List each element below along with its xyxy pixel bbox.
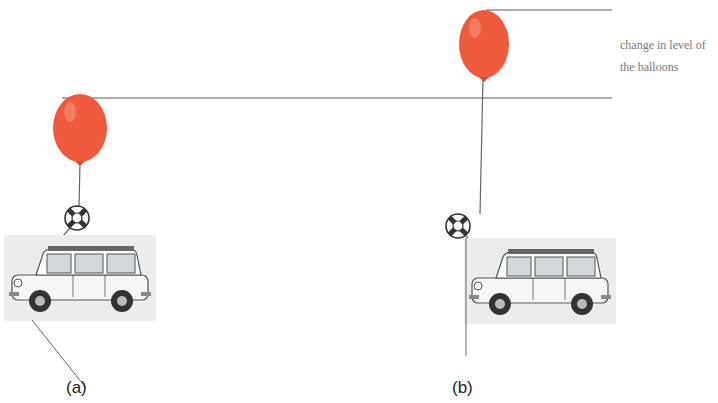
panel-label: (a) — [66, 378, 87, 398]
car — [464, 238, 616, 324]
life-ring — [65, 206, 89, 230]
balloon-string — [480, 78, 483, 214]
balloon — [53, 94, 107, 162]
balloon-string — [79, 162, 80, 207]
level-line — [62, 98, 612, 99]
balloon-highlight — [64, 102, 76, 122]
level-line — [486, 10, 612, 11]
car — [4, 235, 156, 321]
balloon — [459, 10, 509, 78]
balloon-highlight — [469, 18, 481, 38]
dimension-note: change in level of the balloons — [620, 34, 706, 78]
anchor-line — [466, 238, 467, 356]
balloon-knot — [75, 161, 85, 166]
balloon-knot — [479, 77, 489, 82]
panel-label: (b) — [452, 378, 473, 398]
life-ring — [446, 214, 470, 238]
anchor-line — [32, 320, 86, 388]
